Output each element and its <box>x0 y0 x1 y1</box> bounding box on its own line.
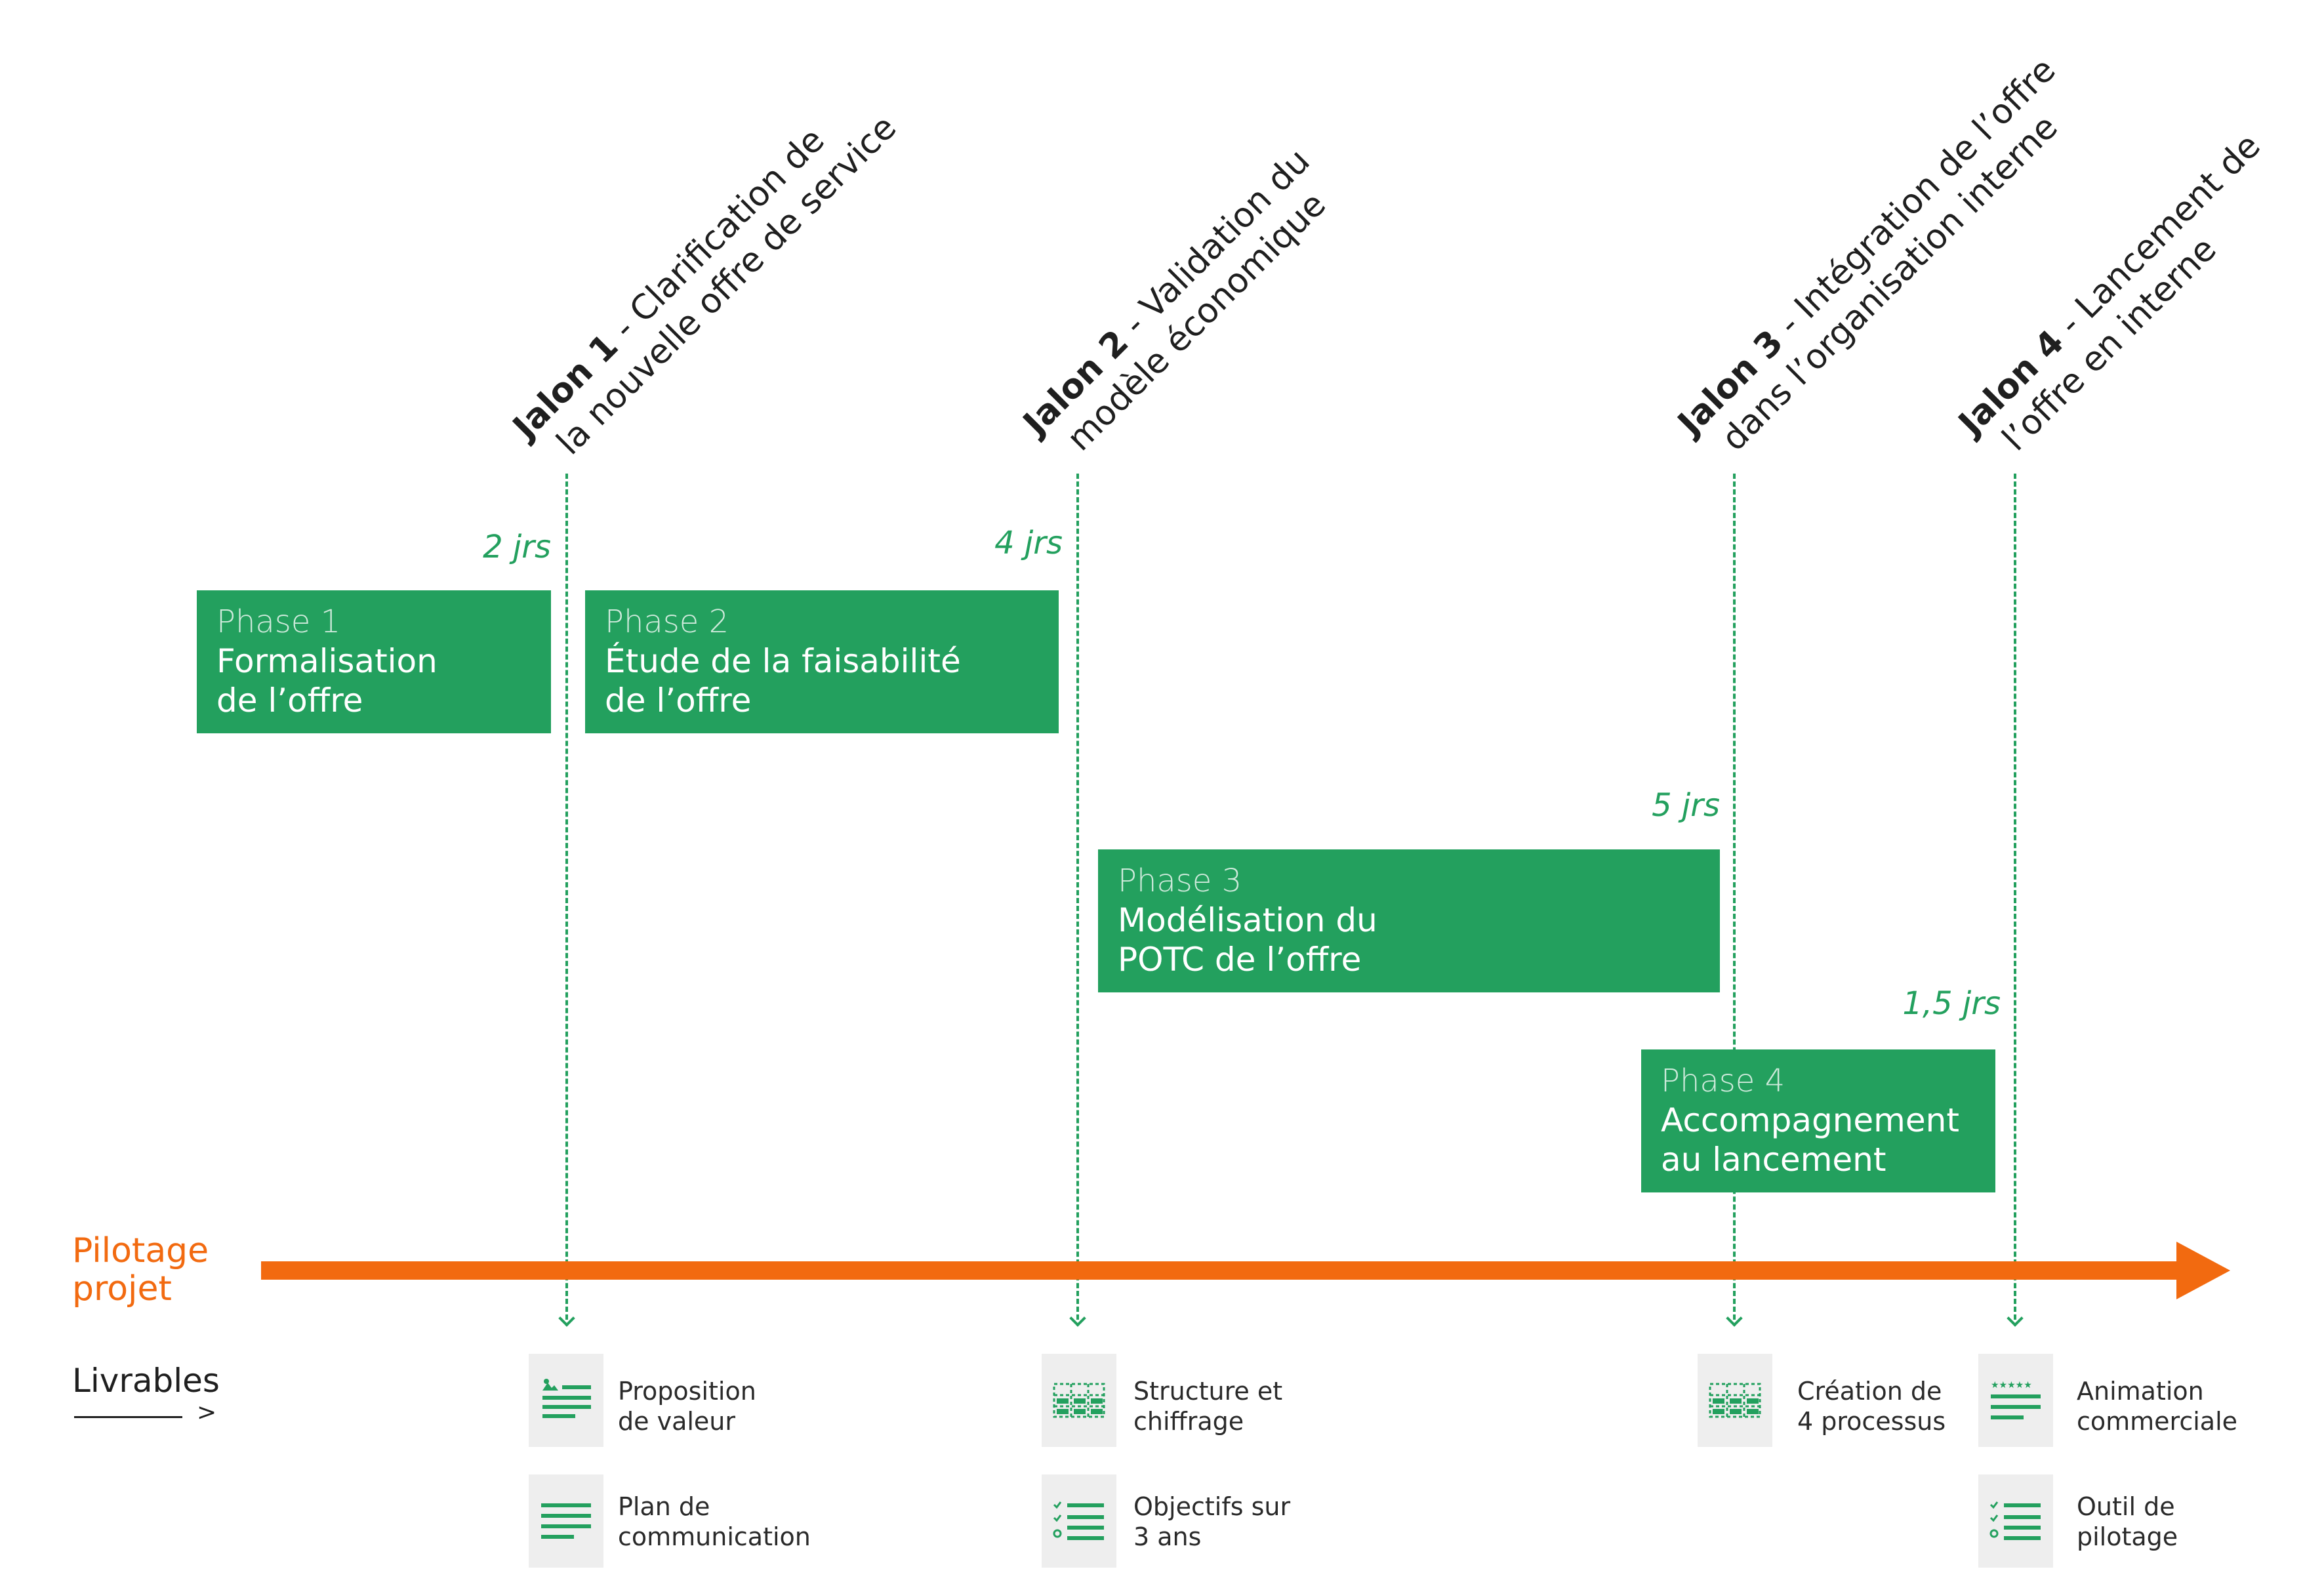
deliverable-animation-commerciale: Animation commerciale <box>2077 1377 2238 1436</box>
phase-3-title: Modélisation du POTC de l’offre <box>1118 901 1377 979</box>
milestone-2-header: Jalon 2 - Validation du modèle économiqu… <box>1015 140 1348 474</box>
lines-icon <box>529 1474 603 1568</box>
pilotage-label: Pilotage projet <box>72 1231 209 1309</box>
grid-icon <box>1042 1354 1116 1447</box>
phase-4-duration: 1,5 jrs <box>1902 985 2001 1022</box>
phase-4-box: Phase 4 Accompagnement au lancement <box>1641 1049 1995 1192</box>
milestone-1-line <box>565 474 568 1320</box>
checklist-icon <box>1042 1474 1116 1568</box>
milestone-1-chevron-icon <box>558 1310 575 1327</box>
milestone-1-header: Jalon 1 - Clarification de la nouvelle o… <box>504 77 905 478</box>
milestone-4-chevron-icon <box>2007 1310 2024 1327</box>
svg-text:★★★★★: ★★★★★ <box>1991 1380 2032 1391</box>
grid-icon <box>1698 1354 1772 1447</box>
milestone-2-text2: modèle économique <box>1059 184 1334 459</box>
deliverable-creation-processus: Création de 4 processus <box>1797 1377 1946 1436</box>
image-lines-icon <box>529 1354 603 1447</box>
milestone-3-chevron-icon <box>1726 1310 1743 1327</box>
pilotage-arrow-head-icon <box>2176 1242 2230 1299</box>
milestone-4-line <box>2014 474 2016 1320</box>
phase-2-label: Phase 2 <box>605 603 729 640</box>
phase-1-duration: 2 jrs <box>483 529 551 565</box>
milestone-1-text2: la nouvelle offre de service <box>549 108 905 463</box>
deliverable-structure-chiffrage: Structure et chiffrage <box>1133 1377 1283 1436</box>
phase-4-title: Accompagnement au lancement <box>1661 1101 1959 1179</box>
phase-1-title: Formalisation de l’offre <box>216 642 438 720</box>
phase-2-box: Phase 2 Étude de la faisabilité de l’off… <box>585 590 1059 733</box>
deliverable-plan-communication: Plan de communication <box>618 1492 811 1551</box>
deliverable-objectifs: Objectifs sur 3 ans <box>1133 1492 1291 1551</box>
phase-3-duration: 5 jrs <box>1652 787 1720 824</box>
checklist-icon <box>1978 1474 2053 1568</box>
deliverable-outil-pilotage: Outil de pilotage <box>2077 1492 2178 1551</box>
deliverable-proposition: Proposition de valeur <box>618 1377 756 1436</box>
phase-2-title: Étude de la faisabilité de l’offre <box>605 642 961 720</box>
milestone-3-text: - Intégration de l’offre <box>1763 50 2064 351</box>
phase-1-box: Phase 1 Formalisation de l’offre <box>197 590 551 733</box>
phase-3-label: Phase 3 <box>1118 863 1242 899</box>
phase-3-box: Phase 3 Modélisation du POTC de l’offre <box>1098 849 1720 992</box>
milestone-3-line <box>1733 474 1736 1320</box>
phase-2-duration: 4 jrs <box>994 525 1063 561</box>
livrables-arrow: > <box>197 1399 217 1426</box>
pilotage-arrow-shaft <box>261 1261 2183 1280</box>
milestone-2-chevron-icon <box>1069 1310 1086 1327</box>
phase-4-label: Phase 4 <box>1661 1063 1785 1099</box>
milestone-2-line <box>1076 474 1079 1320</box>
stars-lines-icon: ★★★★★ <box>1978 1354 2053 1447</box>
phase-1-label: Phase 1 <box>216 603 341 640</box>
livrables-title: Livrables <box>72 1362 220 1400</box>
livrables-underline <box>74 1416 182 1418</box>
